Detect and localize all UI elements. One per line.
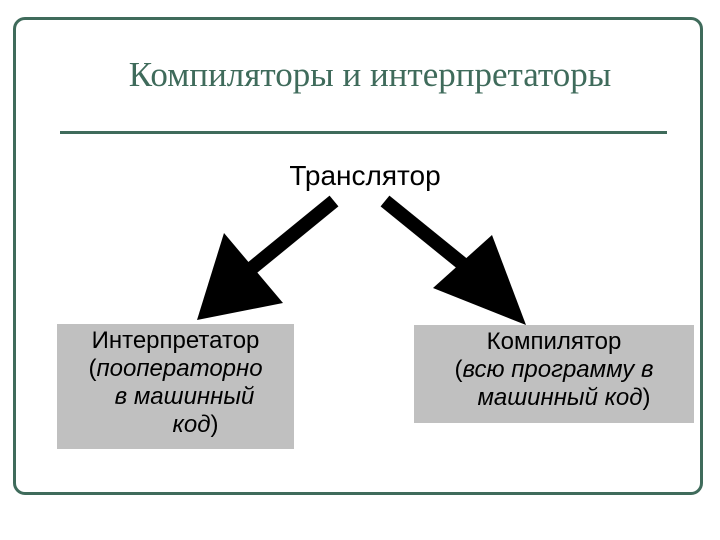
compiler-desc-line2: машинный код): [477, 384, 651, 411]
slide-title: Компиляторы и интерпретаторы: [128, 55, 612, 94]
translator-label: Транслятор: [289, 160, 441, 191]
compiler-heading: Компилятор: [486, 328, 622, 355]
interpreter-desc-line2: в машинный: [114, 383, 255, 410]
interpreter-desc-line1: (пооператорно: [88, 355, 263, 382]
title-divider: [60, 131, 667, 134]
interpreter-desc-line3: код): [172, 411, 219, 438]
interpreter-heading: Интерпретатор: [91, 327, 260, 354]
compiler-box: Компилятор (всю программу в машинный код…: [414, 325, 694, 423]
arrow-to-compiler: [380, 195, 526, 325]
compiler-desc-line1: (всю программу в: [454, 356, 654, 383]
arrow-to-interpreter: [197, 195, 339, 320]
interpreter-box: Интерпретатор (пооператорно в машинный к…: [57, 324, 294, 449]
